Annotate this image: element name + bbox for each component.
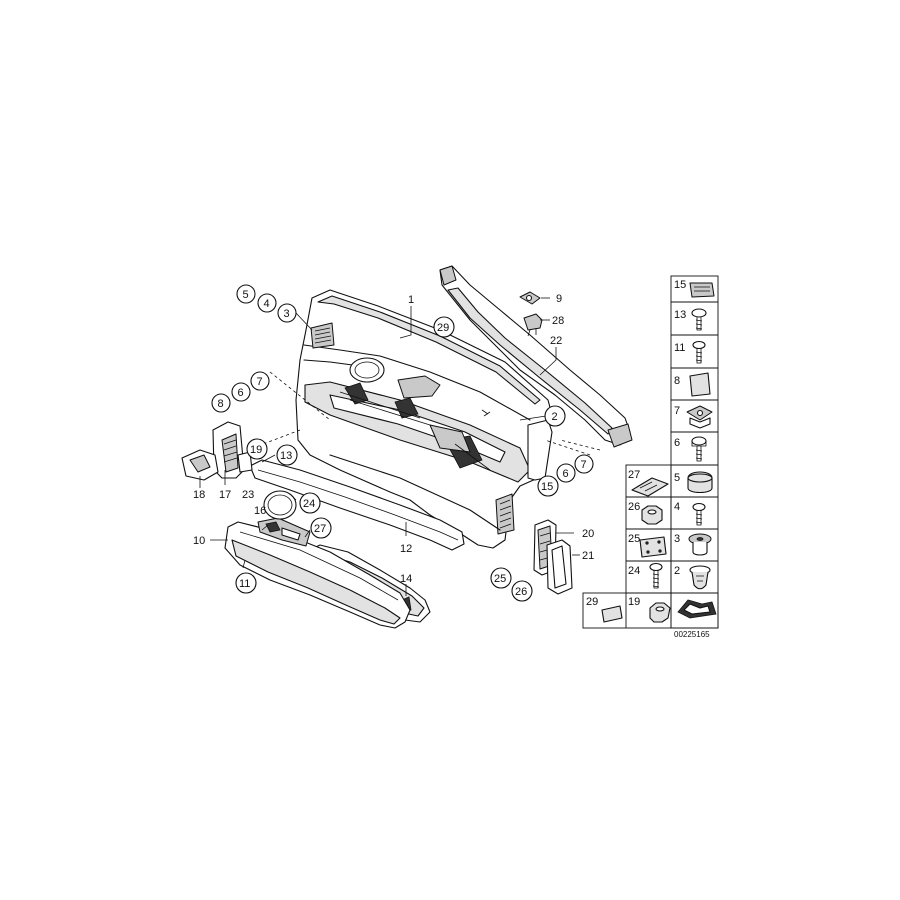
label-7a: 7 (257, 376, 263, 388)
label-6b: 6 (563, 468, 569, 480)
grid-part-4 (692, 502, 706, 526)
grid-label-3: 3 (674, 533, 680, 545)
speaker-grille (212, 421, 253, 479)
label-21: 21 (582, 550, 594, 562)
solid-leaders (199, 297, 580, 596)
label-24: 24 (303, 498, 315, 510)
clip-28 (523, 313, 543, 337)
label-23: 23 (242, 489, 254, 501)
grid-label-25: 25 (628, 533, 640, 545)
grid-part-15 (689, 282, 715, 298)
grid-part-11 (692, 340, 706, 364)
arrow-symbol-icon (677, 599, 717, 619)
grid-part-2 (689, 565, 711, 590)
grid-label-6: 6 (674, 437, 680, 449)
callout-labels: 1 9 28 22 18 17 23 16 10 12 14 20 21 5 4… (193, 284, 594, 602)
clip-9 (519, 291, 541, 305)
grid-part-24 (649, 562, 663, 589)
grid-part-19 (649, 602, 671, 623)
label-16: 16 (254, 505, 266, 517)
grid-part-6 (691, 436, 707, 462)
label-17: 17 (219, 489, 231, 501)
label-8: 8 (218, 398, 224, 410)
grid-label-4: 4 (674, 501, 680, 513)
label-10: 10 (193, 535, 205, 547)
grid-label-24: 24 (628, 565, 640, 577)
grid-label-15: 15 (674, 279, 686, 291)
label-22: 22 (550, 335, 562, 347)
label-6a: 6 (238, 387, 244, 399)
label-18: 18 (193, 489, 205, 501)
grid-part-3 (688, 533, 712, 556)
label-7b: 7 (581, 459, 587, 471)
grid-part-26 (641, 505, 663, 525)
handle-bezel (181, 449, 219, 481)
label-27: 27 (314, 523, 326, 535)
grid-label-5: 5 (674, 472, 680, 484)
label-15: 15 (541, 481, 553, 493)
grid-label-27: 27 (628, 469, 640, 481)
armrest-cover (224, 517, 411, 629)
grid-label-2: 2 (674, 565, 680, 577)
grid-label-13: 13 (674, 309, 686, 321)
label-25: 25 (494, 573, 506, 585)
grid-label-8: 8 (674, 375, 680, 387)
grid-part-8 (689, 372, 711, 397)
reference-number: 00225165 (674, 630, 710, 639)
label-11: 11 (239, 578, 250, 590)
door-trim-panel (295, 289, 553, 549)
grid-label-7: 7 (674, 405, 680, 417)
grid-label-29: 29 (586, 596, 598, 608)
label-13: 13 (280, 450, 292, 462)
label-28: 28 (552, 315, 564, 327)
grid-part-27 (631, 477, 669, 497)
switch-frame (546, 539, 573, 595)
grid-label-11: 11 (674, 342, 685, 354)
door-pull-bar (439, 265, 633, 448)
label-14: 14 (400, 573, 412, 585)
label-26: 26 (515, 586, 527, 598)
gasket-ring (263, 490, 297, 520)
label-9: 9 (556, 293, 562, 305)
grid-part-13 (691, 308, 707, 331)
grid-label-19: 19 (628, 596, 640, 608)
label-2: 2 (552, 411, 558, 423)
label-12: 12 (400, 543, 412, 555)
grid-part-25 (639, 536, 667, 558)
label-29: 29 (437, 322, 449, 334)
label-1: 1 (408, 294, 414, 306)
grid-part-7 (686, 405, 713, 429)
label-3: 3 (284, 308, 290, 320)
window-strip (527, 419, 553, 481)
parts-grid: 15 13 11 8 7 6 27 5 26 4 25 3 24 2 29 19 (582, 275, 719, 639)
grid-label-26: 26 (628, 501, 640, 513)
label-4: 4 (264, 298, 270, 310)
label-5: 5 (243, 289, 249, 301)
grid-part-29 (601, 605, 623, 623)
grid-part-5 (687, 471, 713, 494)
label-19: 19 (250, 444, 262, 456)
label-20: 20 (582, 528, 594, 540)
